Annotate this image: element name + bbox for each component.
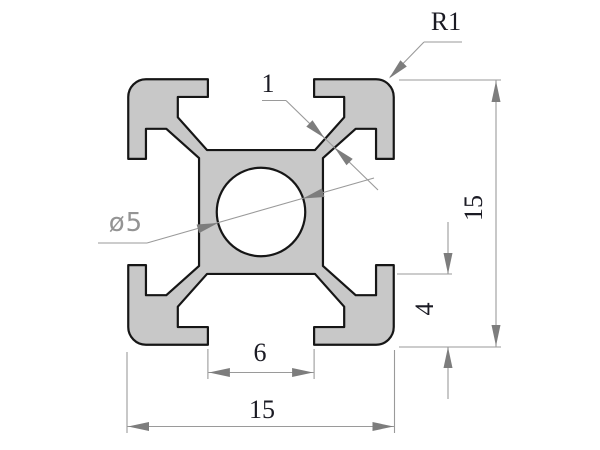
arrowhead-4-top [443,253,453,274]
leader-hole-diagonal [146,177,375,244]
arrowhead-hole-left [196,223,218,234]
dimension-labels: R1 1 ø5 15 4 6 15 [109,7,488,424]
leader-wall-diagonal [285,100,379,191]
arrowhead-hole-right [303,188,325,199]
arrowhead-wall-upper [306,120,325,138]
arrowhead-height-bottom [491,325,501,346]
arrowhead-r1 [389,60,407,79]
arrowhead-4-bottom [443,347,453,368]
extrusion-profile-outline [127,78,395,346]
arrowhead-6-right [292,368,314,377]
dimension-lines [98,41,501,433]
arrowhead-height-top [491,81,501,102]
center-hole-diameter-label: ø5 [109,208,143,238]
arrowhead-width-left [128,422,149,431]
arrowhead-wall-lower [334,147,353,166]
overall-width-label: 15 [249,395,275,424]
arrowhead-width-right [372,422,394,431]
overall-height-label: 15 [459,195,488,221]
slot-depth-label: 4 [410,303,439,316]
corner-radius-label: R1 [431,7,461,36]
wall-thickness-label: 1 [262,69,275,98]
arrowhead-6-left [208,368,230,377]
slot-opening-label: 6 [254,338,267,367]
